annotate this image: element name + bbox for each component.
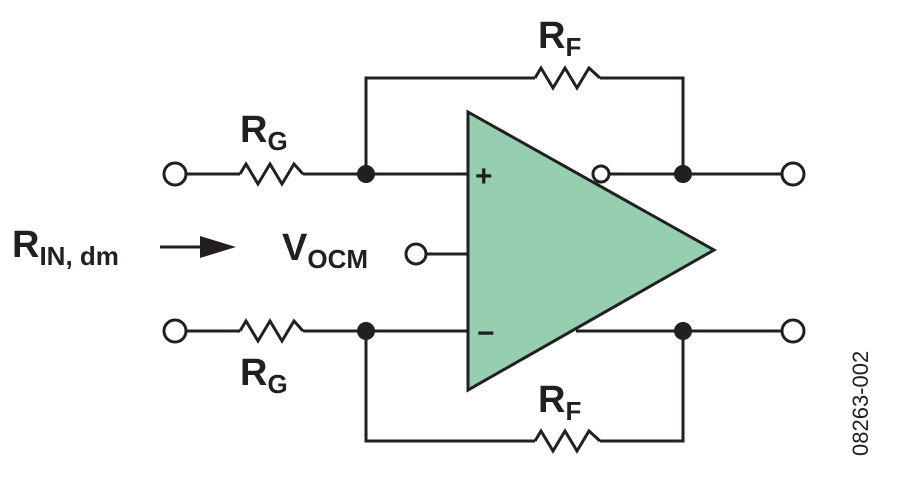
rg-bottom-label-main: R xyxy=(240,352,267,394)
rg-bottom-label: RG xyxy=(240,352,288,399)
rin-dm-label-sub: IN, dm xyxy=(39,241,118,271)
rin-dm-label-main: R xyxy=(12,224,39,266)
terminal-vocm xyxy=(404,242,428,266)
rin-dm-label: RIN, dm xyxy=(12,224,119,271)
rf-top-label: RF xyxy=(538,15,581,62)
rg-top-label-sub: G xyxy=(267,126,287,156)
rg-top-resistor xyxy=(238,161,305,187)
rin-arrow-head xyxy=(200,236,236,258)
junction-bottom-input xyxy=(357,322,375,340)
rg-top-label-main: R xyxy=(240,109,267,151)
plus-sign: + xyxy=(475,160,493,193)
vocm-label-sub: OCM xyxy=(307,244,368,274)
vocm-label-main: V xyxy=(282,227,308,269)
junction-bottom-output xyxy=(674,322,692,340)
rf-bottom-label: RF xyxy=(538,379,581,426)
inverting-output-bubble xyxy=(591,164,611,184)
minus-sign: − xyxy=(477,317,495,350)
figure-code: 08263-002 xyxy=(848,351,873,456)
bottom-feedback-wire xyxy=(364,331,685,443)
vocm-label: VOCM xyxy=(282,227,368,274)
rf-top-label-sub: F xyxy=(565,32,581,62)
rg-bottom-label-sub: G xyxy=(267,369,287,399)
terminal-top-input xyxy=(162,161,188,187)
terminal-bottom-input xyxy=(162,318,188,344)
rf-top-resistor xyxy=(533,65,602,91)
rg-bottom-resistor xyxy=(238,318,305,344)
junction-top-input xyxy=(357,165,375,183)
rf-bottom-label-sub: F xyxy=(565,396,581,426)
rf-bottom-label-main: R xyxy=(538,379,565,421)
junction-top-output xyxy=(674,165,692,183)
rf-top-label-main: R xyxy=(538,15,565,57)
top-feedback-wire xyxy=(364,76,685,174)
rg-top-label: RG xyxy=(240,109,288,156)
terminal-bottom-output xyxy=(780,318,806,344)
amplifier-triangle xyxy=(466,109,718,393)
rf-bottom-resistor xyxy=(533,428,602,454)
terminal-top-output xyxy=(780,161,806,187)
